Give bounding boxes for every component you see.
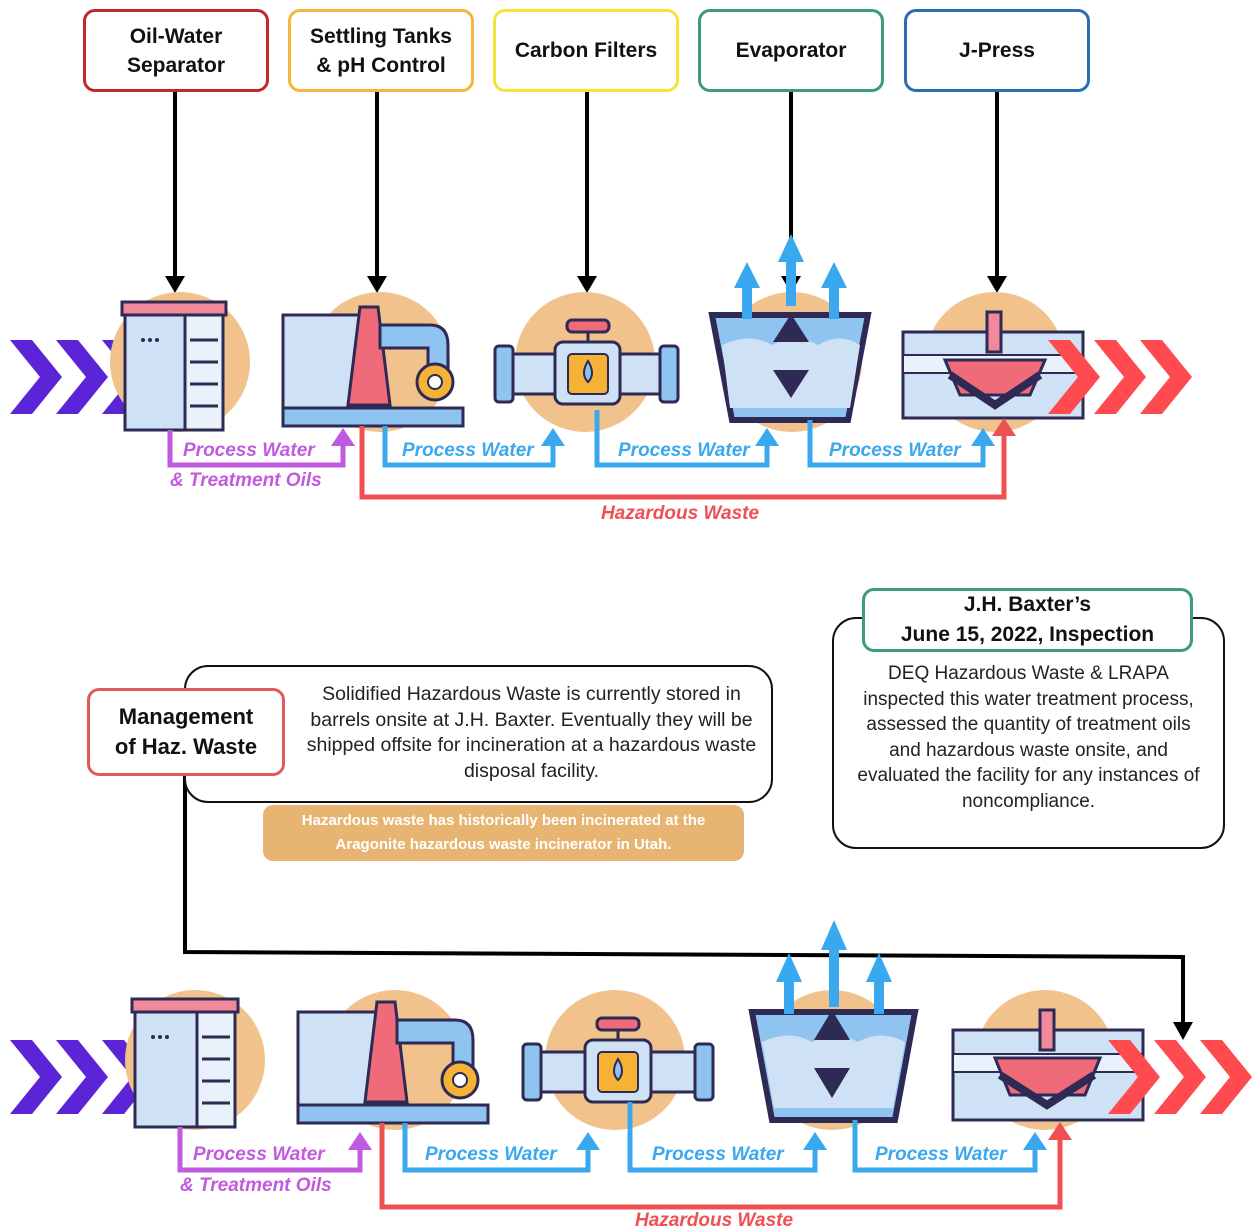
stage-box-settling-tanks: Settling Tanks & pH Control: [288, 9, 474, 92]
flow-label-treatment-oils: & Treatment Oils: [170, 470, 322, 491]
settling-tank-icon: [281, 305, 465, 428]
purple-flow-arrowhead-top: [331, 428, 355, 446]
red-flow-arrowhead-bottom: [1048, 1122, 1072, 1140]
purple-flow-line-bottom: [177, 1127, 363, 1173]
outflow-chevrons-top: [1048, 340, 1192, 414]
flow-label-process-water-5: Process Water: [193, 1144, 325, 1165]
flow-label-hazardous-waste-bottom: Hazardous Waste: [635, 1210, 794, 1231]
j-press-icon-bottom: [951, 1008, 1145, 1122]
stage-box-oil-water-separator: Oil-Water Separator: [83, 9, 269, 92]
stage-connectors-top: [165, 92, 1007, 293]
stage-box-j-press: J-Press: [904, 9, 1090, 92]
stage-box-evaporator: Evaporator: [698, 9, 884, 92]
blue-flow-arrowheads-top: [541, 428, 995, 446]
flow-label-treatment-oils-bottom: & Treatment Oils: [180, 1175, 332, 1196]
flow-label-process-water-7: Process Water: [652, 1144, 784, 1165]
purple-flow-line-top: [167, 430, 346, 468]
management-description-text: Solidified Hazardous Waste is currently …: [306, 683, 757, 782]
flow-label-process-water-6: Process Water: [425, 1144, 557, 1165]
inspection-title-line-2: June 15, 2022, Inspection: [900, 623, 1155, 646]
evaporator-vapor-bottom: [776, 920, 892, 1014]
red-flow-line-bottom: [379, 1123, 1063, 1210]
inspection-description-text: DEQ Hazardous Waste & LRAPA inspected th…: [857, 663, 1200, 812]
inspection-title-tag: J.H. Baxter’s June 15, 2022, Inspection: [862, 588, 1193, 652]
incineration-history-callout: Hazardous waste has historically been in…: [263, 805, 744, 861]
oil-water-separator-icon-bottom: [130, 997, 240, 1129]
carbon-filter-valve-icon: [493, 318, 680, 406]
settling-tank-icon-bottom: [296, 1000, 490, 1125]
flow-label-process-water-1: Process Water: [183, 440, 315, 461]
flow-label-process-water-2: Process Water: [402, 440, 534, 461]
management-title-tag: Management of Haz. Waste: [87, 688, 285, 776]
management-route-arrowhead: [1173, 1022, 1193, 1040]
j-press-icon: [901, 310, 1085, 420]
blue-flow-lines-top: [382, 410, 986, 468]
purple-flow-arrowhead-bottom: [348, 1132, 372, 1150]
flow-label-process-water-8: Process Water: [875, 1144, 1007, 1165]
evaporator-icon: [708, 312, 872, 423]
inspection-description-box: DEQ Hazardous Waste & LRAPA inspected th…: [832, 617, 1225, 849]
carbon-filter-valve-icon-bottom: [521, 1016, 715, 1104]
evaporator-icon-bottom: [748, 1009, 919, 1123]
flow-label-process-water-4: Process Water: [829, 440, 961, 461]
evaporator-vapor-top: [734, 234, 847, 319]
outflow-chevrons-bottom: [1108, 1040, 1252, 1114]
management-route-line: [183, 775, 1185, 1025]
blue-flow-arrowheads-bottom: [576, 1132, 1047, 1150]
oil-water-separator-icon: [120, 300, 228, 432]
flow-label-hazardous-waste: Hazardous Waste: [601, 503, 760, 524]
flow-label-process-water-3: Process Water: [618, 440, 750, 461]
red-flow-arrowhead-top: [992, 418, 1016, 436]
stage-box-carbon-filters: Carbon Filters: [493, 9, 679, 92]
red-flow-line-top: [359, 426, 1007, 500]
blue-flow-lines-bottom: [402, 1102, 1038, 1173]
inspection-title-line-1: J.H. Baxter’s: [963, 593, 1092, 616]
